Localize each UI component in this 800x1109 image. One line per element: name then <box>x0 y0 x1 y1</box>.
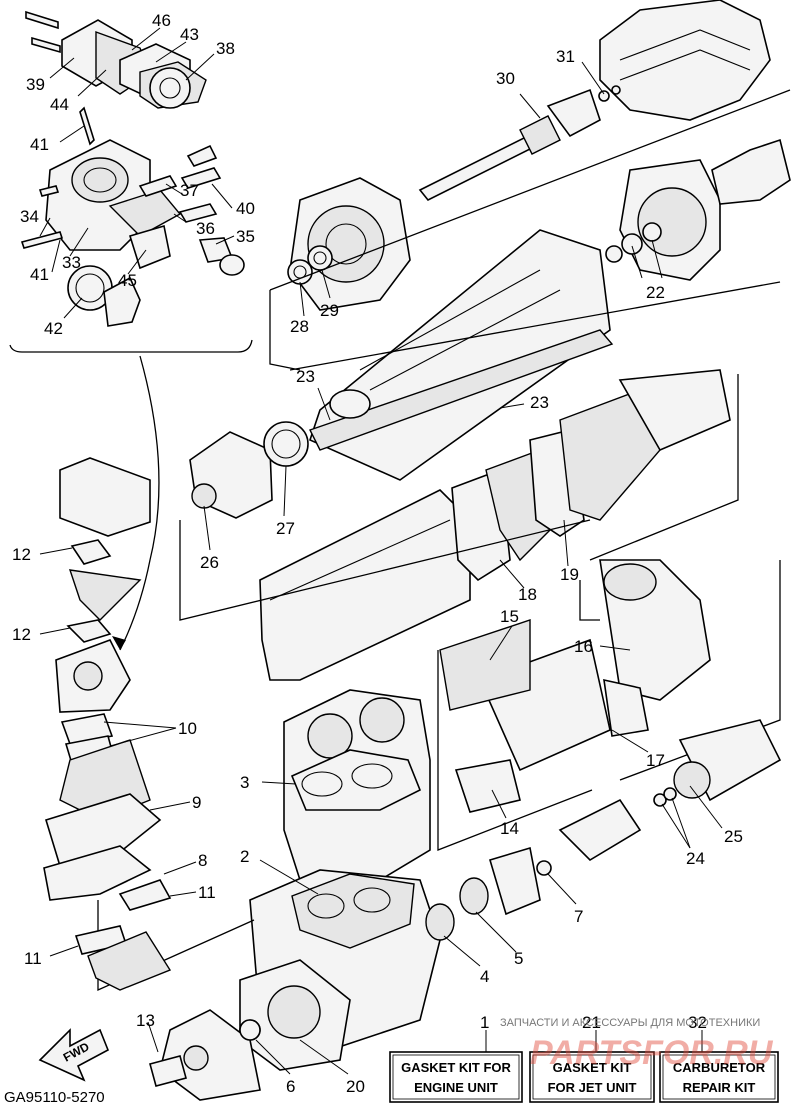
callout-27: 27 <box>276 519 295 538</box>
intake-components <box>43 457 172 991</box>
callout-8: 8 <box>198 851 207 870</box>
callout-41-bottom: 41 <box>30 265 49 284</box>
callout-22: 22 <box>646 283 665 302</box>
callout-20: 20 <box>346 1077 365 1096</box>
callout-labels: 39 44 46 43 38 41 37 40 34 36 35 41 33 4… <box>12 11 743 1096</box>
callout-31: 31 <box>556 47 575 66</box>
callout-16: 16 <box>574 637 593 656</box>
kit-32-line2: REPAIR KIT <box>683 1080 756 1095</box>
callout-12-bottom: 12 <box>12 625 31 644</box>
callout-12-top: 12 <box>12 545 31 564</box>
callout-11-left: 11 <box>24 949 42 968</box>
kit-1-number: 1 <box>480 1013 489 1032</box>
callout-29: 29 <box>320 301 339 320</box>
callout-39: 39 <box>26 75 45 94</box>
kit-21-line1: GASKET KIT <box>553 1060 632 1075</box>
carburetor-inset <box>9 10 253 651</box>
watermark-brand: PARTSFOR.RU <box>530 1034 774 1072</box>
callout-13: 13 <box>136 1011 155 1030</box>
callout-30: 30 <box>496 69 515 88</box>
callout-33: 33 <box>62 253 81 272</box>
jet-pump-assembly <box>269 0 791 371</box>
callout-23-right: 23 <box>530 393 549 412</box>
watermark: ЗАПЧАСТИ И АКСЕССУАРЫ ДЛЯ МОТОТЕХНИКИ PA… <box>500 1017 774 1072</box>
callout-17: 17 <box>646 751 665 770</box>
kit-boxes: 1 GASKET KIT FOR ENGINE UNIT 21 GASKET K… <box>389 1013 779 1103</box>
kit-32-line1: CARBURETOR <box>673 1060 766 1075</box>
engine-block <box>97 650 593 1071</box>
callout-15: 15 <box>500 607 519 626</box>
callout-4: 4 <box>480 967 489 986</box>
callout-leaders <box>39 61 723 1075</box>
kit-1-line2: ENGINE UNIT <box>414 1080 498 1095</box>
callout-10: 10 <box>178 719 197 738</box>
callout-23-left: 23 <box>296 367 315 386</box>
callout-46: 46 <box>152 11 171 30</box>
callout-42: 42 <box>44 319 63 338</box>
callout-28: 28 <box>290 317 309 336</box>
callout-7: 7 <box>574 907 583 926</box>
exhaust-manifold <box>179 369 739 681</box>
callout-40: 40 <box>236 199 255 218</box>
callout-38: 38 <box>216 39 235 58</box>
fwd-arrow: FWD <box>38 1028 110 1082</box>
callout-43: 43 <box>180 25 199 44</box>
kit-32-number: 32 <box>688 1013 707 1032</box>
callout-24: 24 <box>686 849 705 868</box>
callout-41-top: 41 <box>30 135 49 154</box>
kit-21-line2: FOR JET UNIT <box>548 1080 637 1095</box>
callout-44: 44 <box>50 95 69 114</box>
diagram-code: GA95110-5270 <box>4 1089 105 1106</box>
kit-1-line1: GASKET KIT FOR <box>401 1060 511 1075</box>
callout-2: 2 <box>240 847 249 866</box>
watermark-text: ЗАПЧАСТИ И АКСЕССУАРЫ ДЛЯ МОТОТЕХНИКИ <box>500 1017 760 1029</box>
callout-9: 9 <box>192 793 201 812</box>
callout-35: 35 <box>236 227 255 246</box>
water-box <box>579 559 781 781</box>
callout-19: 19 <box>560 565 579 584</box>
callout-25: 25 <box>724 827 743 846</box>
callout-18: 18 <box>518 585 537 604</box>
callout-6: 6 <box>286 1077 295 1096</box>
callout-11-right: 11 <box>198 883 216 902</box>
callout-14: 14 <box>500 819 519 838</box>
drive-coupler <box>425 619 782 941</box>
pump-casing <box>289 229 781 481</box>
callout-36: 36 <box>196 219 215 238</box>
callout-26: 26 <box>200 553 219 572</box>
callout-45: 45 <box>118 271 137 290</box>
callout-37: 37 <box>180 181 199 200</box>
callout-34: 34 <box>20 207 39 226</box>
callout-5: 5 <box>514 949 523 968</box>
callout-3: 3 <box>240 773 249 792</box>
kit-21-number: 21 <box>582 1013 601 1032</box>
magneto-cover <box>149 1009 261 1101</box>
